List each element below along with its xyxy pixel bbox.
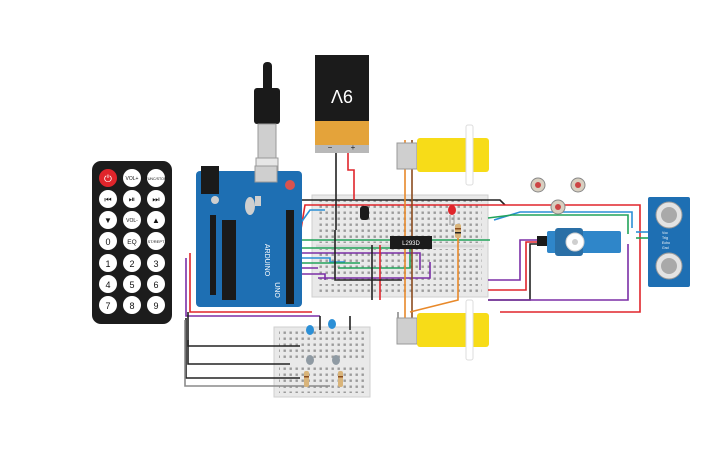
ultrasonic-pin-vcc: Vcc [662, 231, 668, 235]
usb-cable [254, 62, 280, 177]
resistor [455, 224, 461, 238]
remote-st-rept-button[interactable]: ST/REPT [147, 232, 165, 250]
remote-digit-1-button[interactable]: 1 [99, 254, 117, 272]
svg-text:⏯: ⏯ [129, 195, 135, 204]
battery-minus-terminal: − [328, 143, 333, 152]
dc-motor-top [396, 124, 489, 186]
svg-text:⏻: ⏻ [104, 174, 112, 185]
svg-text:▲: ▲ [152, 216, 160, 225]
remote-digit-6-button[interactable]: 6 [147, 275, 165, 293]
photoresistor-3 [550, 199, 566, 215]
photoresistor-2 [570, 177, 586, 193]
svg-text:9: 9 [153, 301, 158, 311]
svg-text:⏮: ⏮ [104, 195, 111, 204]
svg-text:2: 2 [129, 259, 134, 269]
ultrasonic-pin-trig: Trig [662, 236, 668, 240]
remote-digit-3-button[interactable]: 3 [147, 254, 165, 272]
dc-motor-bottom [396, 299, 489, 361]
svg-text:▼: ▼ [104, 216, 112, 225]
svg-text:VOL-: VOL- [126, 218, 138, 224]
remote-vol-up-button[interactable]: VOL+ [123, 169, 141, 187]
remote-play-pause-button[interactable]: ⏯ [123, 190, 141, 208]
ir-remote: ⏻ VOL+ FUNC/STOP ⏮ ⏯ ⏭ ▼ VOL- [92, 161, 172, 324]
svg-text:1: 1 [105, 259, 110, 269]
remote-down-button[interactable]: ▼ [99, 211, 117, 229]
resistor-small-2 [338, 371, 343, 387]
svg-text:FUNC/STOP: FUNC/STOP [146, 177, 167, 181]
battery-label: 9V [331, 86, 353, 106]
svg-text:EQ: EQ [127, 239, 136, 246]
remote-vol-down-button[interactable]: VOL- [123, 211, 141, 229]
led-gray-1 [306, 355, 314, 365]
battery-plus-terminal: + [351, 143, 356, 152]
ultrasonic-sensor: Vcc Trig Echo Gnd [648, 197, 690, 287]
battery-9v: 9V − + [315, 55, 369, 153]
led-blue-2 [328, 319, 336, 329]
remote-digit-4-button[interactable]: 4 [99, 275, 117, 293]
remote-digit-8-button[interactable]: 8 [123, 296, 141, 314]
svg-text:ST/REPT: ST/REPT [148, 239, 165, 244]
remote-digit-5-button[interactable]: 5 [123, 275, 141, 293]
wires [184, 140, 650, 387]
remote-digit-9-button[interactable]: 9 [147, 296, 165, 314]
svg-text:7: 7 [105, 301, 110, 311]
remote-power-button[interactable]: ⏻ [99, 169, 117, 187]
remote-prev-button[interactable]: ⏮ [99, 190, 117, 208]
arduino-uno: ARDUINO UNO [196, 165, 302, 307]
red-led [448, 205, 456, 225]
svg-text:5: 5 [129, 280, 134, 290]
svg-text:3: 3 [153, 259, 158, 269]
ultrasonic-pin-gnd: Gnd [662, 246, 669, 250]
remote-up-button[interactable]: ▲ [147, 211, 165, 229]
photoresistor-1 [530, 177, 546, 193]
servo-motor [537, 228, 621, 256]
ir-receiver [360, 206, 369, 220]
svg-text:8: 8 [129, 301, 134, 311]
ic-label: L293D [402, 241, 420, 247]
ultrasonic-pin-echo: Echo [662, 241, 670, 245]
svg-text:⏭: ⏭ [152, 195, 159, 204]
reset-button[interactable] [285, 180, 295, 190]
remote-eq-button[interactable]: EQ [123, 232, 141, 250]
led-gray-2 [332, 355, 340, 365]
svg-text:VOL+: VOL+ [126, 176, 139, 182]
arduino-model-label: UNO [273, 282, 280, 298]
arduino-brand-label: ARDUINO [263, 244, 270, 277]
svg-text:6: 6 [153, 280, 158, 290]
remote-digit-7-button[interactable]: 7 [99, 296, 117, 314]
led-blue-1 [306, 325, 314, 335]
remote-digit-2-button[interactable]: 2 [123, 254, 141, 272]
svg-text:4: 4 [105, 280, 110, 290]
resistor-small-1 [304, 371, 309, 387]
svg-text:0: 0 [105, 237, 110, 247]
remote-func-stop-button[interactable]: FUNC/STOP [146, 169, 167, 187]
l293d-ic: L293D [390, 236, 432, 249]
remote-digit-0-button[interactable]: 0 [99, 232, 117, 250]
remote-next-button[interactable]: ⏭ [147, 190, 165, 208]
